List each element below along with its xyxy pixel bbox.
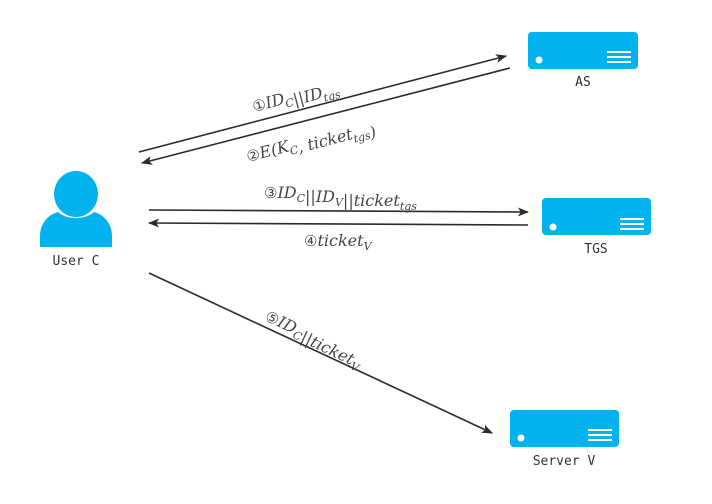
server-v-node: Server V [510, 410, 619, 469]
tgs-node: TGS [542, 198, 651, 257]
step-number: ③ [264, 184, 277, 202]
message-term: E(K [256, 136, 292, 162]
message-subscript: tgs [400, 200, 417, 213]
message-3-label: ③IDC||IDV||tickettgs [264, 183, 417, 213]
server-icon [510, 410, 619, 447]
as-node: AS [528, 32, 638, 90]
message-term: ||ID [305, 187, 335, 206]
message-term: ||ticket [343, 191, 400, 210]
user-icon [40, 171, 112, 247]
user-c-node: User C [40, 171, 112, 269]
message-1-label: ①IDC||IDtgs [250, 75, 342, 123]
message-subscript: tgs [322, 88, 342, 105]
server-icon [528, 32, 638, 69]
message-subscript: C [284, 96, 296, 111]
message-subscript: C [288, 143, 300, 158]
message-term: , ticket [295, 124, 355, 157]
message-term: ||ticket [298, 327, 358, 369]
message-term: ID [300, 83, 324, 107]
user-c-label: User C [53, 254, 100, 269]
message-subscript: V [364, 240, 373, 253]
message-term: ticket [317, 231, 364, 250]
as-label: AS [575, 75, 591, 90]
message-term: || [291, 88, 306, 109]
message-term: ) [366, 122, 378, 142]
arrow-4-tgs-to-user [147, 218, 529, 228]
step-number: ① [250, 95, 268, 116]
message-4-label: ④ticketV [304, 231, 373, 253]
message-2-label: ②E(KC, tickettgs) [244, 115, 378, 174]
arrow-2-as-to-user [140, 67, 511, 165]
message-term: ID [276, 183, 296, 202]
message-term: ID [262, 89, 286, 113]
tgs-label: TGS [584, 242, 607, 257]
step-number: ② [244, 145, 262, 166]
arrow-3-user-to-tgs [148, 207, 530, 217]
arrow-1-user-to-as [138, 54, 508, 153]
step-number: ④ [304, 232, 317, 250]
message-subscript: C [297, 192, 306, 205]
message-subscript: V [335, 196, 344, 209]
message-subscript: tgs [352, 129, 372, 146]
server-icon [542, 198, 651, 235]
server-v-label: Server V [533, 454, 596, 469]
arrow-5-user-to-server-v [148, 272, 494, 434]
message-5-label: ⑤IDC||ticketV [259, 306, 367, 375]
